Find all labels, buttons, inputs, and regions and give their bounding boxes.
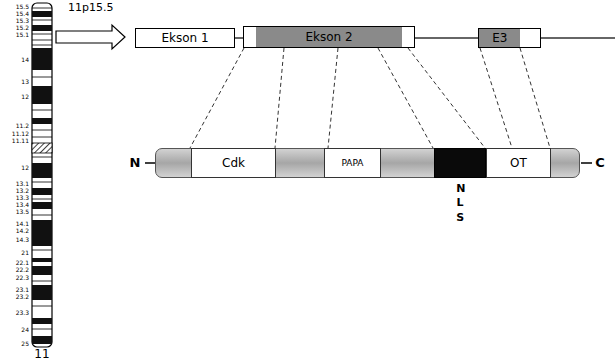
band-boundary bbox=[32, 34, 52, 35]
mapping-line bbox=[328, 48, 338, 148]
band-label: 11.2 bbox=[0, 122, 29, 129]
gene-line bbox=[535, 37, 615, 39]
band-boundary bbox=[32, 306, 52, 307]
chromosome-body bbox=[32, 3, 52, 347]
band-label: 14.2 bbox=[0, 227, 29, 234]
band-label: 15.1 bbox=[0, 31, 29, 38]
exon-label: E3 bbox=[479, 31, 520, 45]
band-boundary bbox=[32, 8, 52, 9]
domain-label: Cdk bbox=[222, 156, 245, 170]
exon-box: E3 bbox=[478, 28, 541, 48]
band-label: 15.2 bbox=[0, 24, 29, 31]
gene-line bbox=[415, 37, 478, 39]
protein-bar: NCCdkPAPANLSOT bbox=[155, 148, 580, 178]
locus-label: 11p15.5 bbox=[68, 2, 128, 14]
chromosome-band bbox=[32, 163, 52, 178]
band-label: 13 bbox=[0, 78, 29, 85]
mapping-line bbox=[408, 48, 485, 148]
band-label: 11.12 bbox=[0, 130, 29, 137]
mapping-line bbox=[378, 48, 433, 148]
chromosome-band bbox=[32, 336, 52, 344]
chromosome-band bbox=[32, 285, 52, 300]
mapping-line bbox=[480, 48, 512, 148]
chromosome-number: 11 bbox=[30, 348, 54, 361]
band-label: 23.2 bbox=[0, 293, 29, 300]
chromosome-band bbox=[32, 86, 52, 104]
band-label: 12 bbox=[0, 164, 29, 171]
band-boundary bbox=[32, 130, 52, 131]
mapping-lines bbox=[190, 48, 550, 148]
band-boundary bbox=[32, 110, 52, 111]
exon-box: Ekson 1 bbox=[135, 28, 235, 48]
band-label: 22.3 bbox=[0, 274, 29, 281]
band-label: 15.3 bbox=[0, 17, 29, 24]
band-boundary bbox=[32, 199, 52, 200]
band-label: 15.4 bbox=[0, 10, 29, 17]
band-boundary bbox=[32, 45, 52, 46]
chromosome-band bbox=[32, 11, 52, 17]
terminus-dash bbox=[145, 162, 155, 164]
band-label: 22.2 bbox=[0, 266, 29, 273]
band-boundary bbox=[32, 20, 52, 21]
terminus-label: N bbox=[128, 155, 142, 170]
chromosome-band bbox=[32, 118, 52, 124]
band-boundary bbox=[32, 329, 52, 330]
band-label: 11.11 bbox=[0, 137, 29, 144]
band-boundary bbox=[32, 250, 52, 251]
band-label: 13.2 bbox=[0, 187, 29, 194]
band-boundary bbox=[32, 281, 52, 282]
band-label: 14.1 bbox=[0, 220, 29, 227]
band-label: 13.5 bbox=[0, 208, 29, 215]
band-label: 23.3 bbox=[0, 309, 29, 316]
chromosome-band bbox=[32, 266, 52, 275]
band-label: 14 bbox=[0, 56, 29, 63]
chromosome-band bbox=[32, 318, 52, 324]
chromosome-band bbox=[32, 220, 52, 246]
domain-label: OT bbox=[510, 156, 527, 170]
band-boundary bbox=[32, 157, 52, 158]
chromosome-band bbox=[32, 188, 52, 195]
block-arrow bbox=[56, 25, 125, 49]
chromosome-ideogram bbox=[32, 3, 52, 347]
domain-box: NLS bbox=[434, 148, 486, 178]
chromosome-band bbox=[32, 202, 52, 209]
mapping-line bbox=[275, 48, 284, 148]
terminus-dash bbox=[581, 162, 592, 164]
exon-box: Ekson 2 bbox=[243, 26, 415, 48]
chromosome-band bbox=[32, 258, 52, 262]
band-boundary bbox=[32, 182, 52, 183]
band-label: 13.1 bbox=[0, 180, 29, 187]
domain-label: PAPA bbox=[341, 158, 363, 168]
centromere bbox=[32, 143, 52, 153]
band-label: 13.3 bbox=[0, 194, 29, 201]
domain-box: Cdk bbox=[191, 148, 276, 178]
exon-label: Ekson 1 bbox=[161, 31, 208, 45]
band-label: 14.3 bbox=[0, 236, 29, 243]
mapping-line bbox=[520, 48, 550, 148]
chromosome-band bbox=[32, 48, 52, 70]
band-label: 25 bbox=[0, 340, 29, 347]
band-label: 15.5 bbox=[0, 3, 29, 10]
band-label: 12 bbox=[0, 93, 29, 100]
band-label: 21 bbox=[0, 249, 29, 256]
domain-box: OT bbox=[486, 148, 551, 178]
band-boundary bbox=[32, 215, 52, 216]
domain-box: PAPA bbox=[324, 148, 381, 178]
gene-line bbox=[235, 37, 243, 39]
band-label: 13.4 bbox=[0, 201, 29, 208]
band-label: 23.1 bbox=[0, 286, 29, 293]
mapping-line bbox=[190, 48, 244, 148]
chromosome-band bbox=[32, 25, 52, 31]
band-label: 24 bbox=[0, 326, 29, 333]
band-label: 22.1 bbox=[0, 259, 29, 266]
band-boundary bbox=[32, 137, 52, 138]
domain-label: NLS bbox=[456, 182, 464, 225]
band-boundary bbox=[32, 40, 52, 41]
terminus-label: C bbox=[593, 155, 607, 170]
band-boundary bbox=[32, 77, 52, 78]
exon-label: Ekson 2 bbox=[305, 30, 352, 44]
